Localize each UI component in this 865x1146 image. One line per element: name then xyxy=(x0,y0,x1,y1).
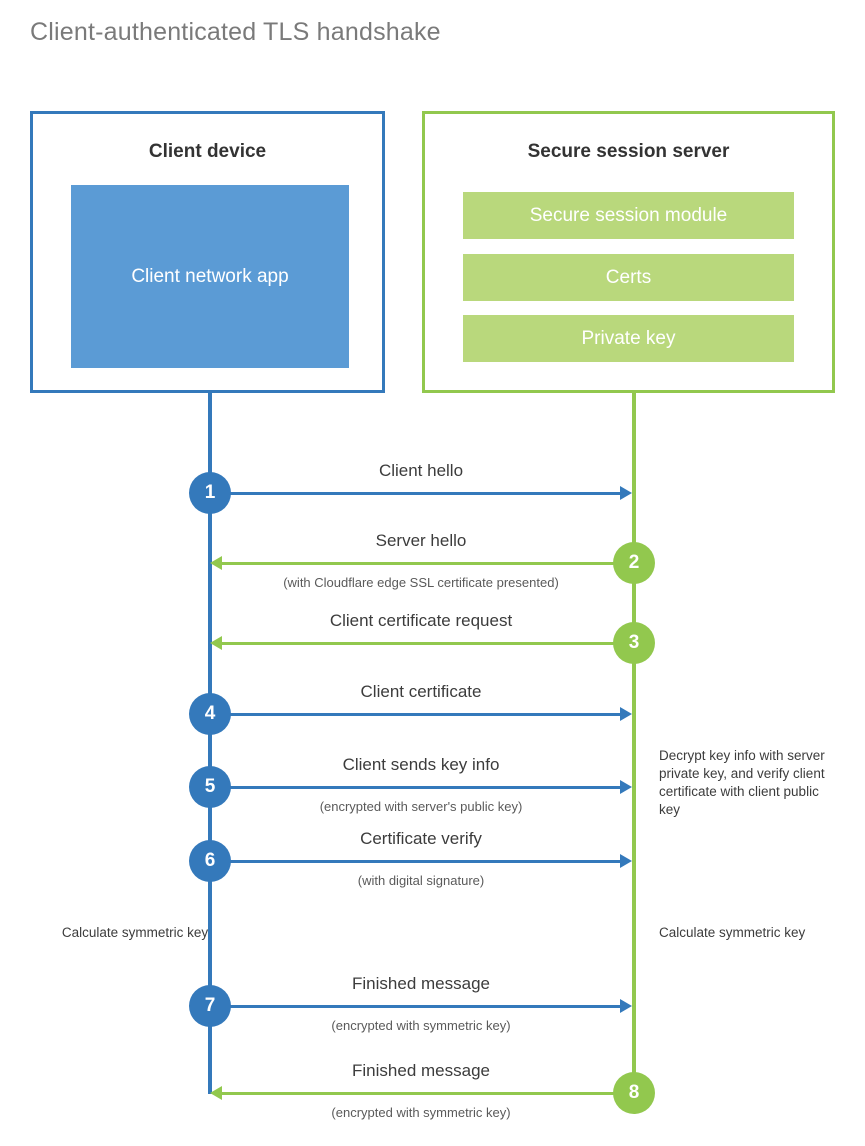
step-2-arrow-line xyxy=(222,562,632,565)
step-1-number-badge: 1 xyxy=(189,472,231,514)
client-lifeline xyxy=(208,391,212,1094)
step-2-sublabel: (with Cloudflare edge SSL certificate pr… xyxy=(283,575,559,590)
step-5-label: Client sends key info xyxy=(342,755,500,774)
client-calculate-symmetric-key-note: Calculate symmetric key xyxy=(61,925,209,940)
server-module-secure-session-module: Secure session module xyxy=(463,192,794,239)
step-6-sublabel: (with digital signature) xyxy=(357,873,485,888)
step-8-label: Finished message xyxy=(352,1061,490,1080)
step-3-arrow-head-icon xyxy=(210,636,222,650)
step-5-arrow-head-icon xyxy=(620,780,632,794)
step-8-arrow-line xyxy=(222,1092,632,1095)
server-calculate-symmetric-key-note: Calculate symmetric key xyxy=(659,925,806,940)
step-5-number-badge: 5 xyxy=(189,766,231,808)
step-4-arrow-head-icon xyxy=(620,707,632,721)
step-8-arrow-head-icon xyxy=(210,1086,222,1100)
step-2-label: Server hello xyxy=(375,531,467,550)
server-module-private-key: Private key xyxy=(463,315,794,362)
step-8-sublabel: (encrypted with symmetric key) xyxy=(331,1105,511,1120)
step-6-label: Certificate verify xyxy=(360,829,482,848)
client-device-box: Client device Client network app xyxy=(30,111,385,393)
step-4-label: Client certificate xyxy=(360,682,482,701)
server-decrypt-note: Decrypt key info with server private key… xyxy=(659,748,825,817)
page-title: Client-authenticated TLS handshake xyxy=(30,18,441,46)
step-6-arrow-head-icon xyxy=(620,854,632,868)
step-6-arrow-line xyxy=(210,860,620,863)
step-6-number-badge: 6 xyxy=(189,840,231,882)
step-3-arrow-line xyxy=(222,642,632,645)
step-4-arrow-line xyxy=(210,713,620,716)
step-8-number-badge: 8 xyxy=(613,1072,655,1114)
step-3-label: Client certificate request xyxy=(329,611,513,630)
step-5-sublabel: (encrypted with server's public key) xyxy=(319,799,523,814)
step-1-arrow-line xyxy=(210,492,620,495)
server-lifeline xyxy=(632,391,636,1093)
step-7-arrow-head-icon xyxy=(620,999,632,1013)
step-1-label: Client hello xyxy=(378,461,464,480)
client-network-app-block: Client network app xyxy=(71,185,349,368)
step-4-number-badge: 4 xyxy=(189,693,231,735)
server-module-certs: Certs xyxy=(463,254,794,301)
step-7-sublabel: (encrypted with symmetric key) xyxy=(331,1018,511,1033)
step-7-arrow-line xyxy=(210,1005,620,1008)
step-1-arrow-head-icon xyxy=(620,486,632,500)
step-2-arrow-head-icon xyxy=(210,556,222,570)
step-3-number-badge: 3 xyxy=(613,622,655,664)
step-5-arrow-line xyxy=(210,786,620,789)
step-7-number-badge: 7 xyxy=(189,985,231,1027)
step-2-number-badge: 2 xyxy=(613,542,655,584)
secure-session-server-box: Secure session server Secure session mod… xyxy=(422,111,835,393)
step-7-label: Finished message xyxy=(352,974,490,993)
secure-session-server-title: Secure session server xyxy=(527,141,730,162)
client-device-title: Client device xyxy=(148,141,267,162)
